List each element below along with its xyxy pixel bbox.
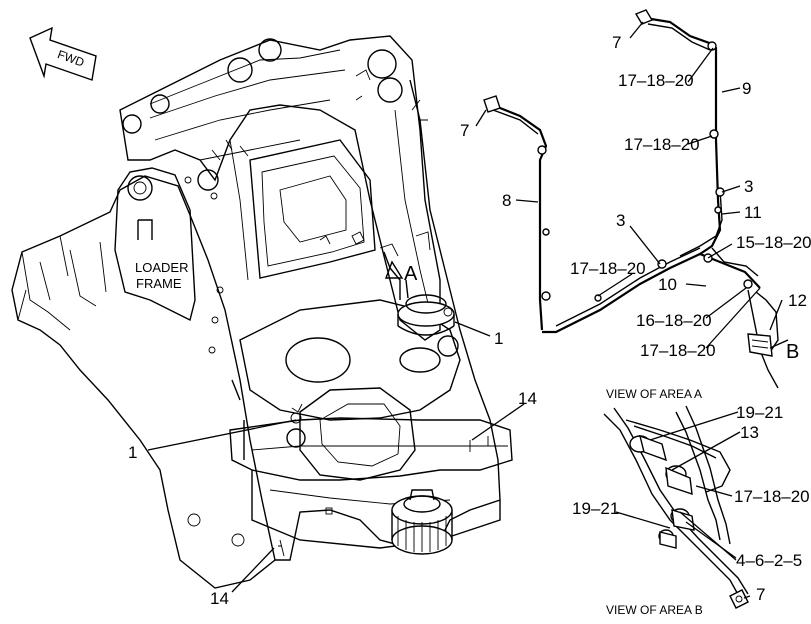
area-a-label: A (404, 263, 418, 285)
tube-assembly (483, 9, 779, 389)
callout-17-18-20-left: 17–18–20 (570, 259, 646, 278)
area-a-marker: A (384, 260, 418, 285)
callout-9: 9 (742, 79, 751, 98)
frame-label-line1: LOADER (135, 260, 188, 275)
callout-19-21-top: 19–21 (736, 403, 783, 422)
loader-frame-drawing: LOADER FRAME (11, 35, 513, 589)
callout-1-right: 1 (494, 329, 503, 348)
callout-15-18-20: 15–18–20 (736, 233, 811, 252)
detail-view-drawing (603, 405, 749, 609)
callout-10: 10 (658, 275, 677, 294)
fwd-arrow: FWD (29, 26, 97, 81)
frame-label-line2: FRAME (136, 276, 182, 291)
view-area-a-title: VIEW OF AREA A (606, 387, 702, 401)
callout-1-left: 1 (128, 443, 137, 462)
callout-16-18-20: 16–18–20 (636, 311, 712, 330)
callout-7-top: 7 (612, 33, 621, 52)
callout-11: 11 (744, 203, 762, 222)
callout-12: 12 (788, 291, 807, 310)
callout-labels: 7 17–18–20 9 7 17–18–20 3 8 11 3 15–18–2… (128, 33, 811, 608)
callout-19-21-left: 19–21 (572, 499, 619, 518)
callout-17-18-20-view: 17–18–20 (734, 487, 810, 506)
callout-8: 8 (502, 191, 511, 210)
callout-14-bottom: 14 (210, 589, 229, 608)
callout-3-mid: 3 (616, 211, 625, 230)
view-area-b-title: VIEW OF AREA B (606, 603, 703, 617)
leader-lines (147, 21, 783, 599)
callout-7-mid: 7 (460, 121, 469, 140)
area-b-marker: B (769, 339, 799, 363)
callout-17-18-20-mid: 17–18–20 (624, 135, 700, 154)
callout-17-18-20-low: 17–18–20 (640, 341, 716, 360)
area-b-label: B (786, 341, 799, 363)
callout-17-18-20-top: 17–18–20 (618, 71, 694, 90)
callout-14-right: 14 (518, 389, 537, 408)
callout-3-right: 3 (744, 177, 753, 196)
callout-4-6-2-5: 4–6–2–5 (736, 551, 802, 570)
view-titles: VIEW OF AREA A VIEW OF AREA B (606, 387, 703, 617)
callout-13: 13 (740, 423, 759, 442)
callout-7-bottom: 7 (756, 585, 765, 604)
